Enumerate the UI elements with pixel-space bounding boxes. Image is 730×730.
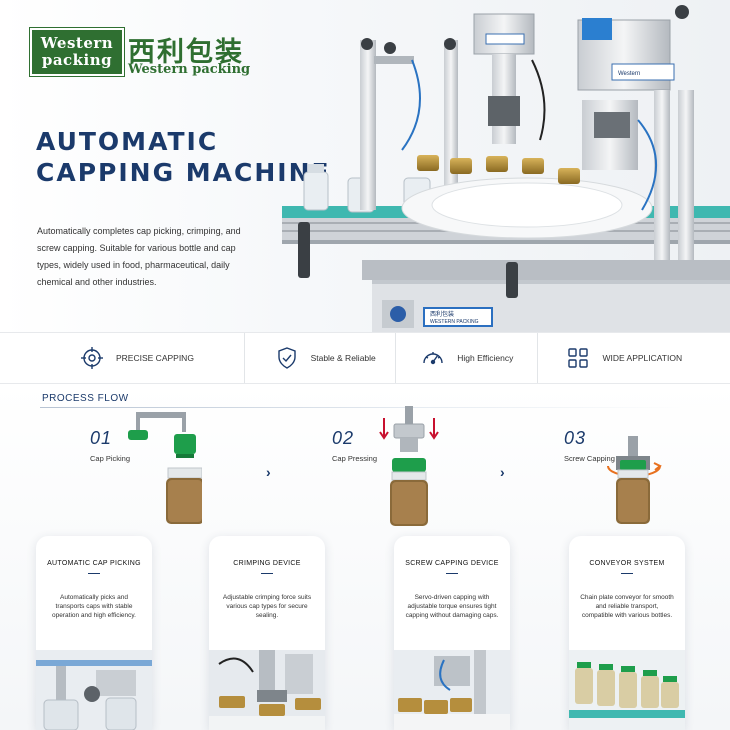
step-label: Cap Pressing — [332, 454, 378, 463]
hero-banner: Western packing 西利包装 Western packing AUT… — [0, 0, 730, 332]
brand-badge-line2: packing — [41, 51, 113, 69]
card-text: Chain plate conveyor for smooth and reli… — [580, 594, 674, 619]
card-title: CRIMPING DEVICE — [209, 560, 325, 574]
card-text: Automatically picks and transports caps … — [52, 594, 136, 619]
brand-name-cn: 西利包装 — [128, 37, 244, 68]
card-automatic-cap-picking: AUTOMATIC CAP PICKING Automatically pick… — [36, 536, 152, 730]
nameplate-cn: 西利包装 — [430, 310, 454, 318]
brand-logo-badge: Western packing — [29, 27, 125, 77]
screw-capping-photo — [394, 650, 510, 730]
conveyor-photo — [569, 650, 685, 730]
hero-title: AUTOMATIC CAPPING MACHINE — [36, 126, 331, 188]
card-text: Servo-driven capping with adjustable tor… — [405, 594, 499, 619]
step-label: Cap Picking — [90, 454, 131, 463]
brand-badge-line1: Western — [40, 34, 114, 52]
card-screw-capping-device: SCREW CAPPING DEVICE Servo-driven cappin… — [394, 536, 510, 730]
brand-name-en: Western packing — [128, 62, 251, 77]
hero-title-line1: AUTOMATIC — [36, 127, 219, 156]
speedometer-icon — [423, 352, 443, 365]
card-title: AUTOMATIC CAP PICKING — [36, 560, 152, 574]
step-number: 01 — [90, 428, 113, 448]
hero-title-line2: CAPPING MACHINE — [36, 158, 331, 187]
shield-check-icon — [277, 347, 296, 369]
screw-capping-illustration — [607, 436, 662, 524]
card-text: Adjustable crimping force suits various … — [222, 594, 312, 619]
step-number: 03 — [564, 428, 587, 448]
process-title-divider — [40, 407, 690, 408]
grid-squares-icon — [568, 348, 589, 368]
step-label: Screw Capping — [564, 454, 615, 463]
card-title: CONVEYOR SYSTEM — [569, 560, 685, 574]
process-flow-section: PROCESS FLOW 01 Cap Picking › 02 Cap Pre… — [0, 384, 730, 730]
step-arrow-icon: › — [500, 464, 505, 480]
hero-description: Automatically completes cap picking, cri… — [37, 226, 241, 287]
features-bar: PRECISE CAPPING Stable & Reliable High E… — [0, 332, 730, 384]
cap-picking-illustration — [128, 412, 202, 524]
feature-wide-application: WIDE APPLICATION — [538, 333, 730, 383]
card-title: SCREW CAPPING DEVICE — [394, 560, 510, 574]
nameplate-en: WESTERN PACKING — [430, 319, 479, 325]
feature-label: High Efficiency — [457, 353, 514, 363]
feature-high-efficiency: High Efficiency — [396, 333, 539, 383]
feature-label: PRECISE CAPPING — [116, 353, 194, 363]
brass-caps — [417, 155, 580, 184]
cap-picking-photo — [36, 650, 152, 730]
feature-label: WIDE APPLICATION — [602, 353, 683, 363]
process-title: PROCESS FLOW — [42, 393, 129, 404]
machine-plate-top: Western — [618, 71, 640, 77]
feature-stable-reliable: Stable & Reliable — [245, 333, 397, 383]
cap-pressing-illustration — [379, 406, 439, 526]
step-number: 02 — [332, 428, 355, 448]
feature-precise-capping: PRECISE CAPPING — [0, 333, 245, 383]
crimping-photo — [209, 650, 325, 730]
step-arrow-icon: › — [266, 464, 271, 480]
card-conveyor-system: CONVEYOR SYSTEM Chain plate conveyor for… — [569, 536, 685, 730]
capping-machine-illustration: Western 西利包装 WESTERN PACKING — [282, 5, 730, 332]
target-icon — [81, 347, 103, 369]
feature-label: Stable & Reliable — [310, 353, 376, 363]
card-crimping-device: CRIMPING DEVICE Adjustable crimping forc… — [209, 536, 325, 730]
